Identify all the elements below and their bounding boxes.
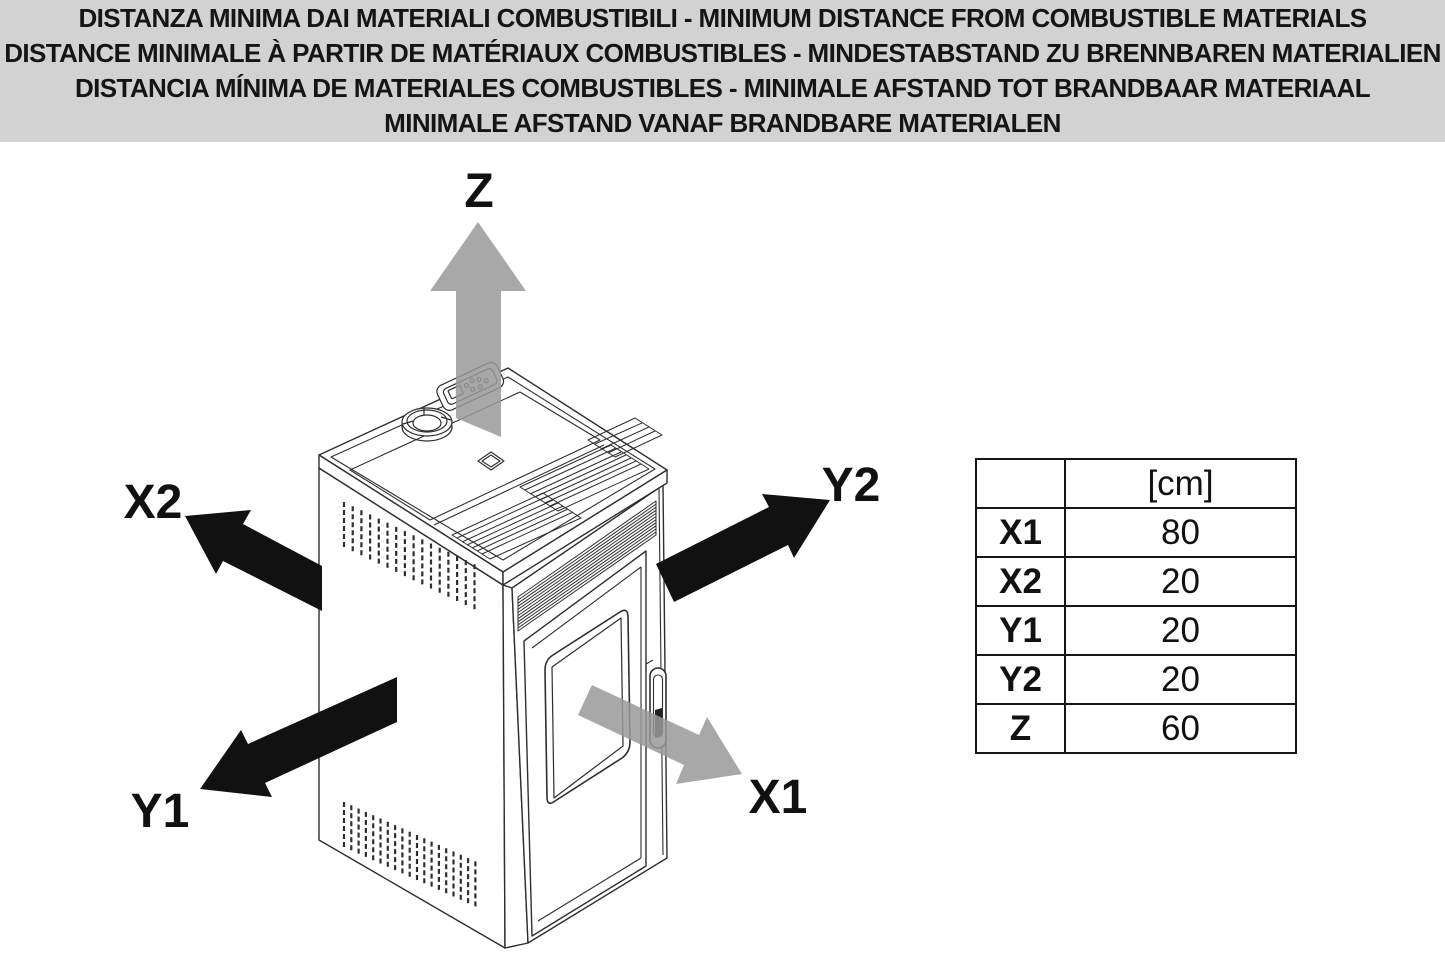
axis-labels: Z X2 Y2 Y1 X1	[124, 165, 881, 838]
clearance-table: [cm] X1 80 X2 20 Y1 20 Y2 20 Z 60	[975, 458, 1297, 754]
table-row-label: Y2	[975, 654, 1066, 705]
label-x1: X1	[749, 771, 808, 824]
arrow-y1	[200, 677, 397, 797]
stove-rim-right	[502, 469, 668, 586]
table-row-label: X2	[975, 556, 1066, 607]
title-line-nl2: MINIMALE AFSTAND VANAF BRANDBARE MATERIA…	[384, 108, 1061, 138]
top-grille-back	[587, 417, 663, 458]
arrow-x2	[185, 510, 322, 611]
table-row: X1 80	[975, 507, 1297, 558]
clearance-arrows	[185, 222, 830, 797]
table-row-value: 20	[1064, 654, 1297, 705]
diagram-area: Z X2 Y2 Y1 X1	[0, 142, 1445, 955]
door-window-inner	[551, 617, 624, 799]
label-z: Z	[464, 165, 493, 218]
arrow-y2	[656, 494, 830, 602]
table-row: Y1 20	[975, 605, 1297, 656]
arrow-z	[430, 222, 526, 437]
arrow-x1	[578, 685, 742, 784]
clearance-diagram-svg: Z X2 Y2 Y1 X1	[124, 165, 881, 949]
title-banner: DISTANZA MINIMA DAI MATERIALI COMBUSTIBI…	[0, 0, 1445, 142]
top-grille-middle	[519, 444, 650, 512]
title-line-it-en: DISTANZA MINIMA DAI MATERIALI COMBUSTIBI…	[78, 3, 1367, 33]
label-y1: Y1	[131, 785, 190, 838]
flue-outlet	[401, 407, 453, 442]
front-vent-band	[517, 500, 657, 632]
label-y2: Y2	[822, 459, 881, 512]
stove-drawing	[318, 361, 668, 949]
table-row-header: [cm]	[975, 458, 1297, 509]
table-row-label: Z	[975, 703, 1066, 754]
table-row-label: X1	[975, 507, 1066, 558]
table-row-value: 60	[1064, 703, 1297, 754]
table-row: X2 20	[975, 556, 1297, 607]
door-window	[544, 609, 631, 805]
table-row-label: Y1	[975, 605, 1066, 656]
table-row: Z 60	[975, 703, 1297, 754]
label-x2: X2	[124, 476, 183, 529]
table-row-value: 80	[1064, 507, 1297, 558]
table-row-value: 20	[1064, 605, 1297, 656]
hatch-handle	[477, 451, 505, 471]
table-corner-cell	[975, 458, 1066, 509]
hatch-handle-inner	[481, 454, 501, 468]
title-line-fr-de: DISTANCE MINIMALE À PARTIR DE MATÉRIAUX …	[4, 38, 1441, 68]
table-row: Y2 20	[975, 654, 1297, 705]
top-grille-front	[451, 492, 582, 560]
table-unit-header: [cm]	[1064, 458, 1297, 509]
title-line-es-nl: DISTANCIA MÍNIMA DE MATERIALES COMBUSTIB…	[74, 73, 1371, 103]
table-row-value: 20	[1064, 556, 1297, 607]
